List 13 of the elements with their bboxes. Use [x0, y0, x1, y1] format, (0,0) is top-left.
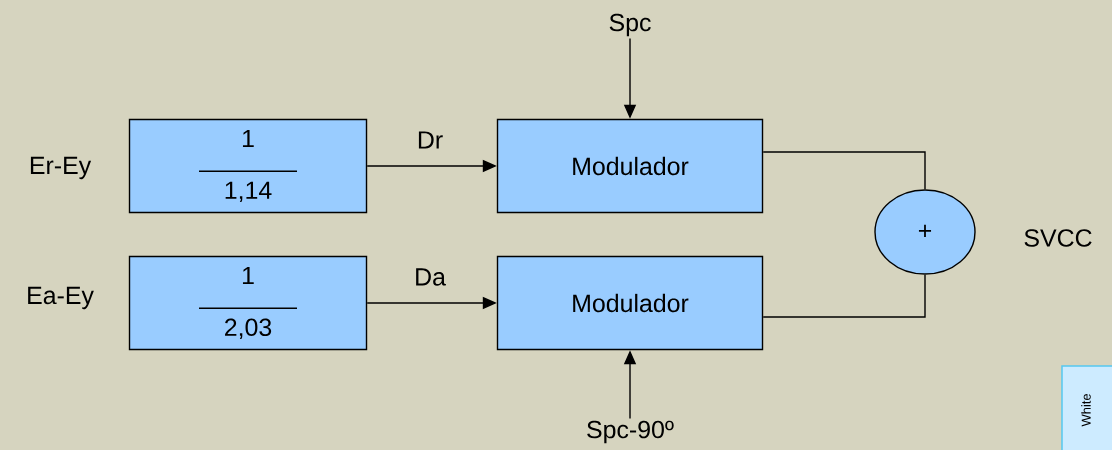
summing-junction: +: [874, 189, 976, 275]
edge-label: Dr: [415, 130, 445, 150]
signal-label: Er-Ey: [30, 156, 92, 180]
signal-label: Ea-Ey: [28, 286, 94, 310]
edge-label: Da: [413, 267, 447, 287]
signal-label: SVCC: [1024, 229, 1092, 247]
panel-tab: White: [1061, 365, 1112, 450]
signal-label: Spc: [609, 13, 651, 37]
modulator-box: Modulador: [496, 255, 764, 351]
signal-label: Spc-90º: [587, 420, 674, 444]
transfer-function-box: 1 1,14: [128, 118, 368, 214]
modulator-box: Modulador: [496, 118, 764, 214]
transfer-function-box: 1 2,03: [128, 255, 368, 351]
